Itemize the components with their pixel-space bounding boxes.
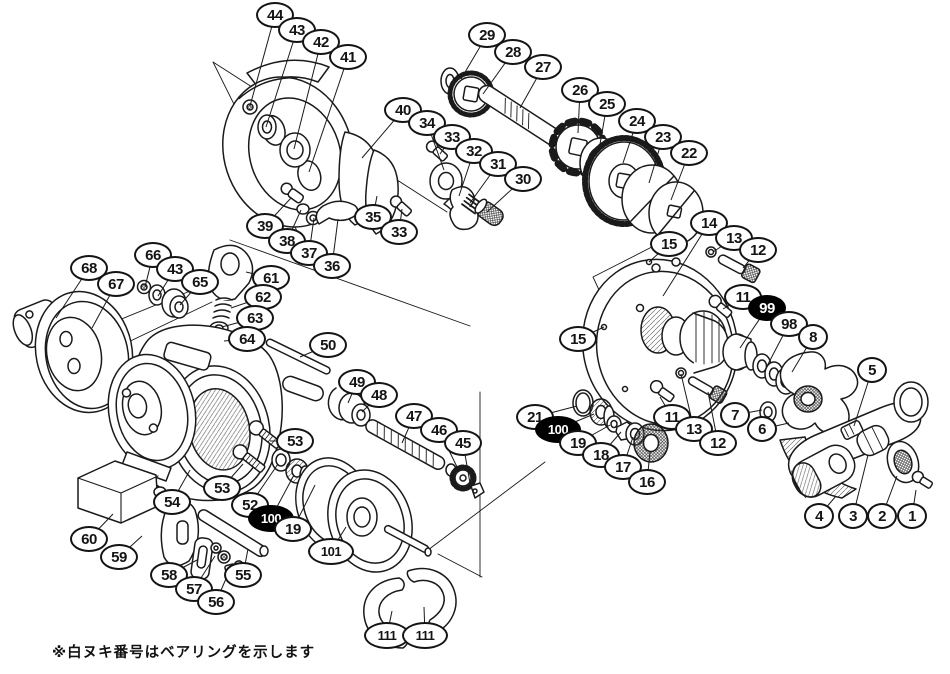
callout-19: 19: [274, 516, 312, 542]
leader-line-43: [265, 29, 298, 128]
leader-line-42: [293, 41, 322, 150]
callout-60: 60: [70, 526, 108, 552]
callout-58: 58: [150, 562, 188, 588]
callout-25: 25: [588, 91, 626, 117]
star-drag: [779, 351, 859, 435]
plate-screws: [649, 246, 761, 404]
callout-24: 24: [618, 108, 656, 134]
knob-nut: [856, 424, 890, 457]
gear-train: [548, 117, 704, 245]
callout-56: 56: [197, 589, 235, 615]
callout-111: 111: [402, 621, 448, 649]
callout-6: 6: [747, 416, 777, 442]
callout-57: 57: [175, 576, 213, 602]
arm-clip: [840, 420, 864, 440]
handle-assembly: [759, 381, 934, 499]
callout-59: 59: [100, 544, 138, 570]
leader-line-41: [308, 56, 349, 173]
callout-27: 27: [524, 54, 562, 80]
callout-7: 7: [720, 402, 750, 428]
callout-5: 5: [857, 357, 887, 383]
clutch-sleeve: [679, 310, 729, 374]
callout-55: 55: [224, 562, 262, 588]
callout-101: 101: [308, 537, 354, 565]
callout-66: 66: [134, 242, 172, 268]
callout-62: 62: [244, 284, 282, 310]
callout-12: 12: [739, 237, 777, 263]
callout-41: 41: [329, 44, 367, 70]
worm-assembly: [327, 387, 485, 499]
callout-45: 45: [444, 430, 482, 456]
rods: [197, 338, 331, 558]
callout-36: 36: [313, 253, 351, 279]
callout-53: 53: [276, 428, 314, 454]
callout-30: 30: [504, 166, 542, 192]
callout-2: 2: [867, 503, 897, 529]
callout-17: 17: [604, 454, 642, 480]
bearing-note: ※白ヌキ番号はベアリングを示します: [52, 645, 316, 661]
callout-53: 53: [203, 475, 241, 501]
callout-67: 67: [97, 271, 135, 297]
left-plate: [12, 290, 134, 414]
callout-34: 34: [408, 110, 446, 136]
nut-plate: [886, 440, 920, 484]
callout-50: 50: [309, 332, 347, 358]
drive-shaft-assembly: [440, 67, 564, 147]
callout-64: 64: [228, 326, 266, 352]
drag-stack: [572, 389, 669, 463]
callout-4: 4: [804, 503, 834, 529]
callout-15: 15: [650, 231, 688, 257]
callout-22: 22: [670, 140, 708, 166]
callout-40: 40: [384, 97, 422, 123]
leader-line-44: [249, 14, 276, 107]
bearing-99: [722, 333, 758, 371]
callout-3: 3: [838, 503, 868, 529]
frame-front-ring: [107, 353, 197, 471]
callout-15: 15: [559, 326, 597, 352]
callout-8: 8: [798, 324, 828, 350]
callout-1: 1: [897, 503, 927, 529]
handle-knob: [791, 444, 856, 498]
callout-47: 47: [395, 403, 433, 429]
callout-65: 65: [181, 269, 219, 295]
callout-12: 12: [699, 430, 737, 456]
callout-33: 33: [380, 219, 418, 245]
stem-washers: [136, 279, 189, 319]
drum-washers: [242, 99, 311, 168]
callout-16: 16: [628, 469, 666, 495]
kick-assembly: [449, 186, 504, 231]
handle-screw: [911, 470, 934, 489]
pawl-parts: [280, 182, 359, 226]
callout-54: 54: [153, 489, 191, 515]
callout-48: 48: [360, 382, 398, 408]
spool: [295, 457, 432, 573]
callout-29: 29: [468, 22, 506, 48]
